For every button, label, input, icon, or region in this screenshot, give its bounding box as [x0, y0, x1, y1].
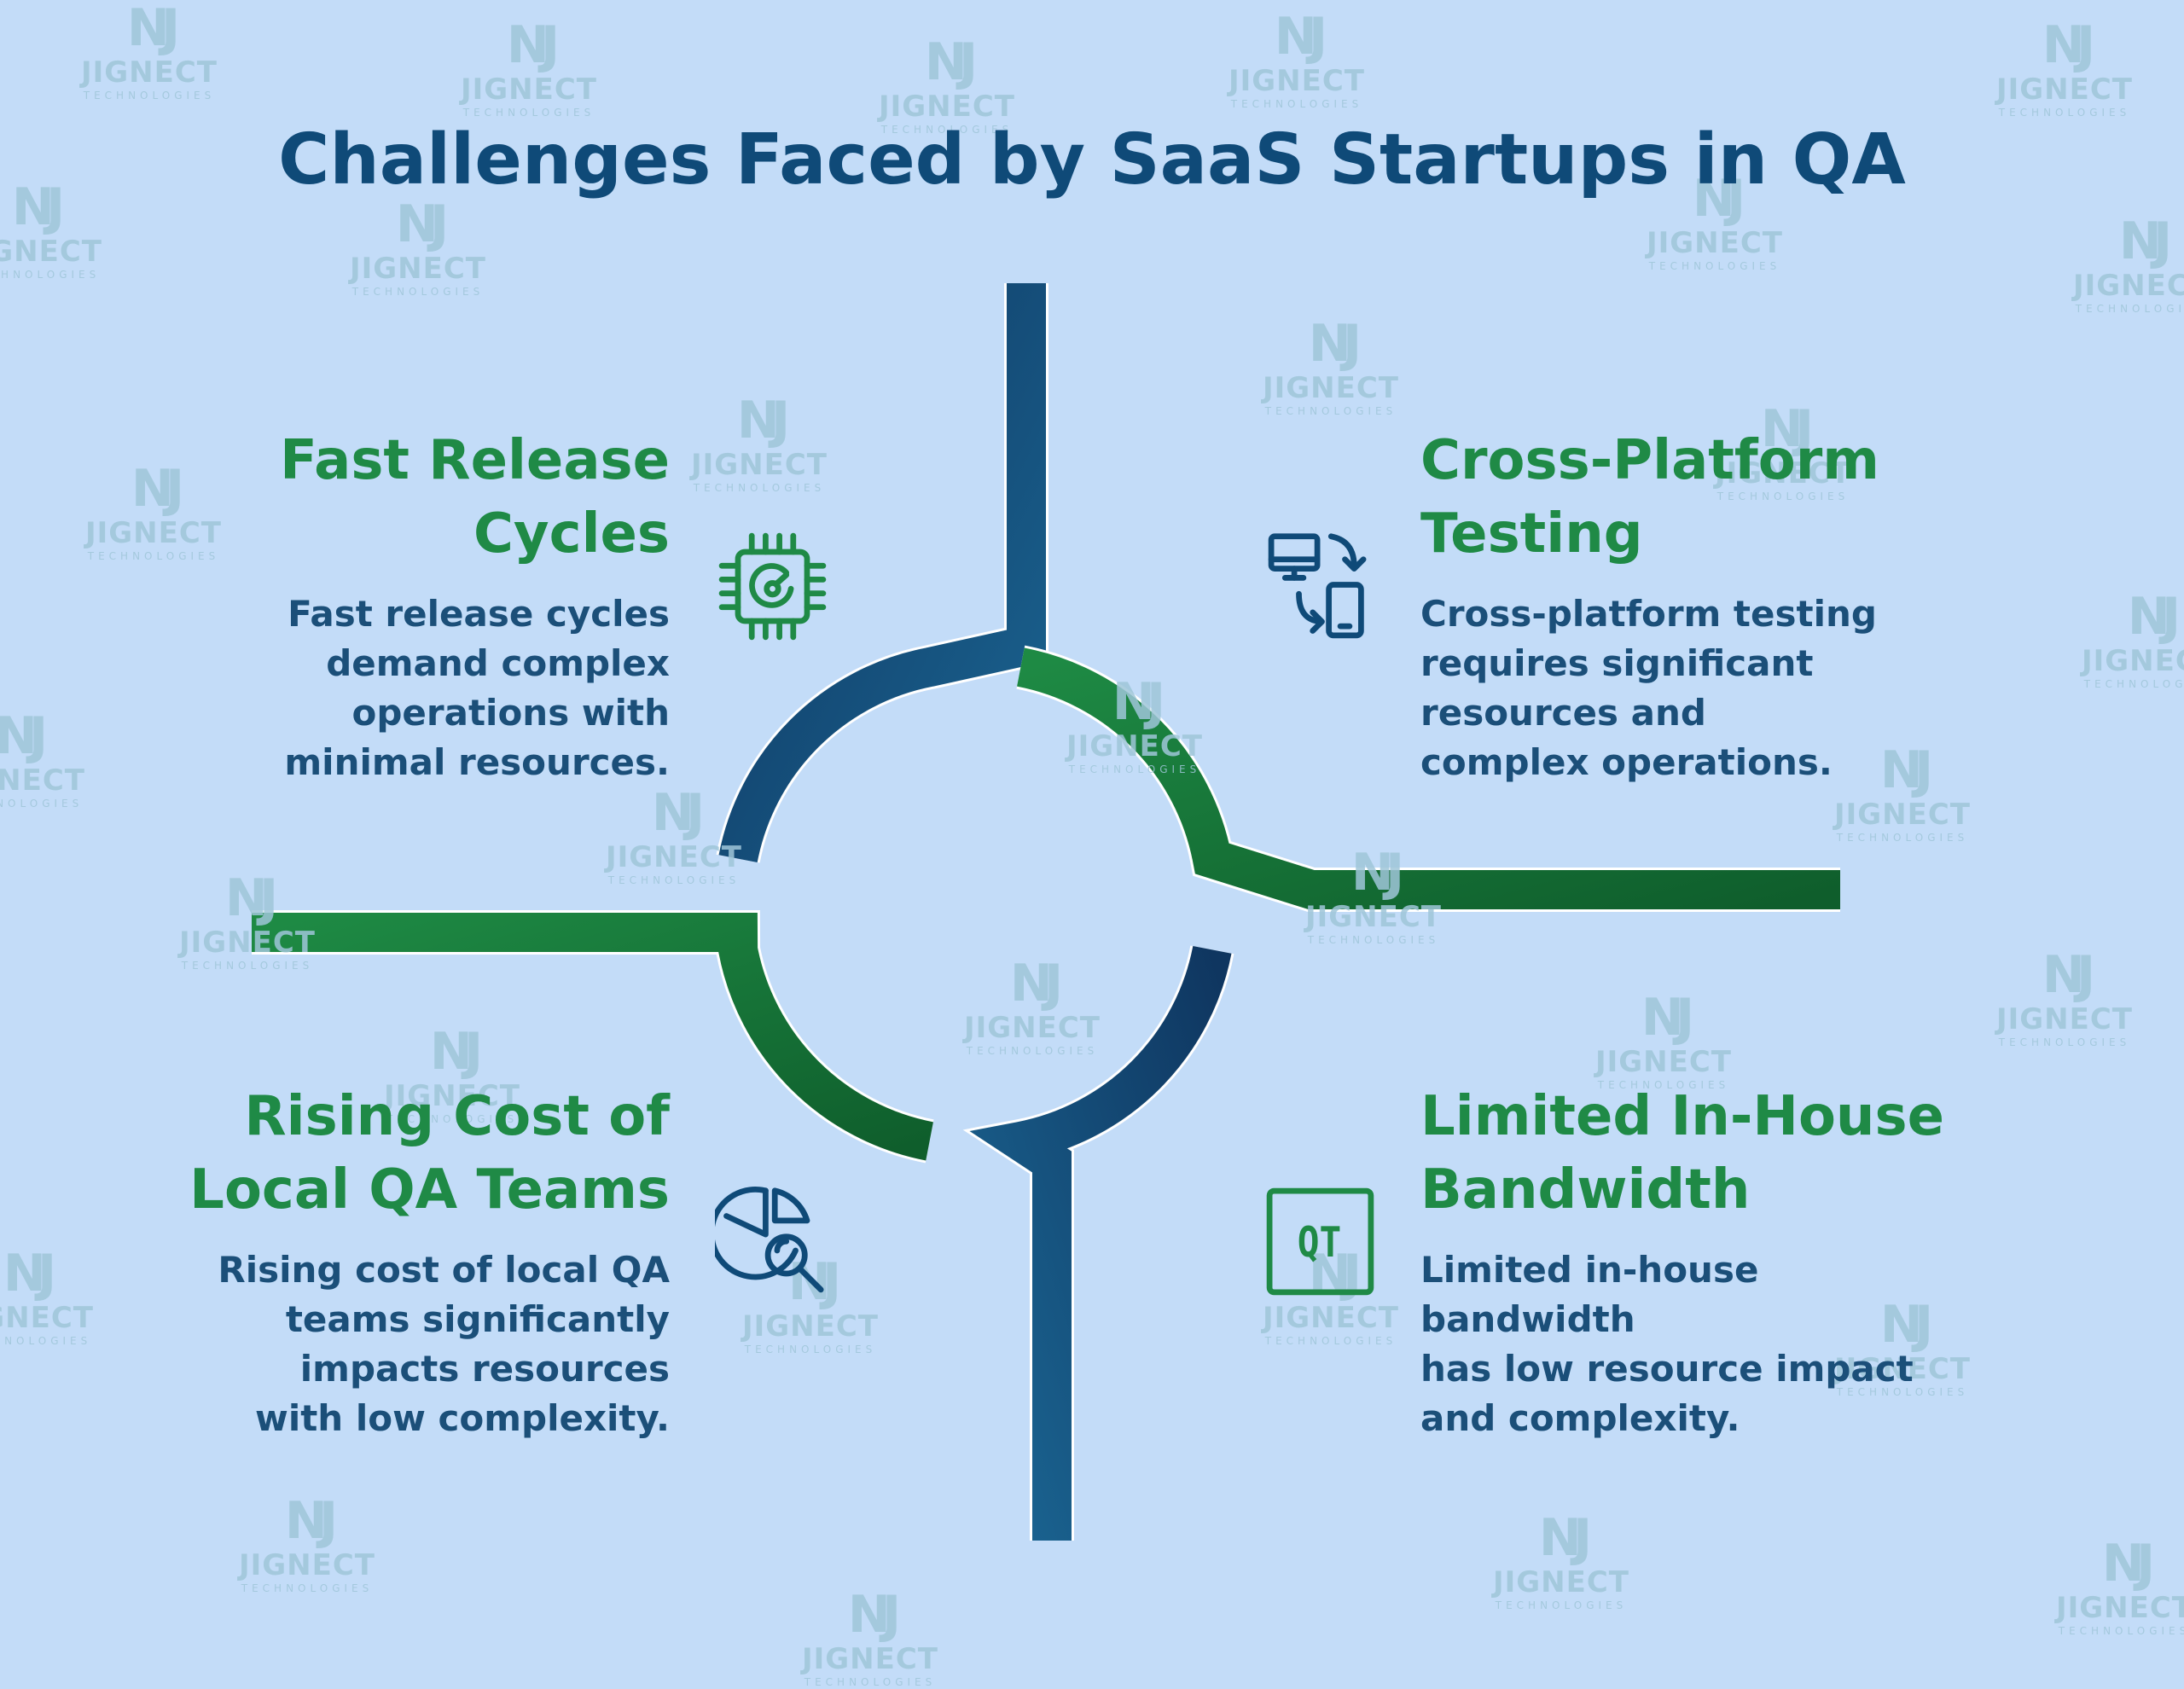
description-line: and complexity.: [1420, 1397, 1740, 1439]
description-line: Fast release cycles: [288, 593, 670, 635]
arm-top-left: [718, 283, 1046, 863]
quadrant-description: Limited in-house bandwidth has low resou…: [1420, 1245, 1966, 1443]
description-line: operations with: [351, 692, 670, 734]
heading-line: Rising Cost of: [244, 1085, 670, 1148]
description-line: with low complexity.: [255, 1397, 670, 1439]
description-line: has low resource impact: [1420, 1348, 1914, 1390]
devices-sync-icon: [1268, 533, 1367, 639]
quadrant-limited-bandwidth: Limited In-House Bandwidth Limited in-ho…: [1420, 1080, 1966, 1443]
description-line: resources and: [1420, 692, 1706, 734]
description-line: Limited in-house bandwidth: [1420, 1249, 1759, 1340]
description-line: complex operations.: [1420, 741, 1833, 783]
heading-line: Local QA Teams: [189, 1158, 670, 1222]
heading-line: Limited In-House: [1420, 1085, 1944, 1148]
description-line: teams significantly: [285, 1298, 670, 1340]
description-line: Rising cost of local QA: [218, 1249, 670, 1291]
quadrant-heading: Fast Release Cycles: [124, 424, 670, 571]
arm-bottom-right: [969, 945, 1232, 1541]
quadrant-heading: Cross-Platform Testing: [1420, 424, 1966, 571]
heading-line: Cross-Platform: [1420, 429, 1879, 492]
quadrant-cross-platform: Cross-Platform Testing Cross-platform te…: [1420, 424, 1966, 787]
arm-bottom-left: [252, 913, 934, 1161]
chip-gauge-icon: [718, 532, 827, 641]
heading-line: Cycles: [473, 502, 670, 566]
quadrant-rising-cost: Rising Cost of Local QA Teams Rising cos…: [124, 1080, 670, 1443]
description-line: minimal resources.: [284, 741, 670, 783]
pie-chart-magnifier-icon: [715, 1187, 824, 1293]
heading-line: Fast Release: [280, 429, 670, 492]
qt-box-icon: QT: [1266, 1187, 1374, 1296]
description-line: Cross-platform testing: [1420, 593, 1877, 635]
quadrant-description: Cross-platform testing requires signific…: [1420, 589, 1966, 787]
heading-line: Testing: [1420, 502, 1643, 566]
heading-line: Bandwidth: [1420, 1158, 1751, 1222]
description-line: demand complex: [326, 642, 670, 684]
quadrant-heading: Limited In-House Bandwidth: [1420, 1080, 1966, 1227]
quadrant-description: Fast release cycles demand complex opera…: [124, 589, 670, 787]
page-title: Challenges Faced by SaaS Startups in QA: [278, 119, 1906, 200]
quadrant-description: Rising cost of local QA teams significan…: [124, 1245, 670, 1443]
qt-icon-text: QT: [1298, 1218, 1341, 1266]
description-line: requires significant: [1420, 642, 1814, 684]
quadrant-heading: Rising Cost of Local QA Teams: [124, 1080, 670, 1227]
arm-top-right: [1016, 647, 1840, 909]
quadrant-fast-release: Fast Release Cycles Fast release cycles …: [124, 424, 670, 787]
description-line: impacts resources: [299, 1348, 670, 1390]
